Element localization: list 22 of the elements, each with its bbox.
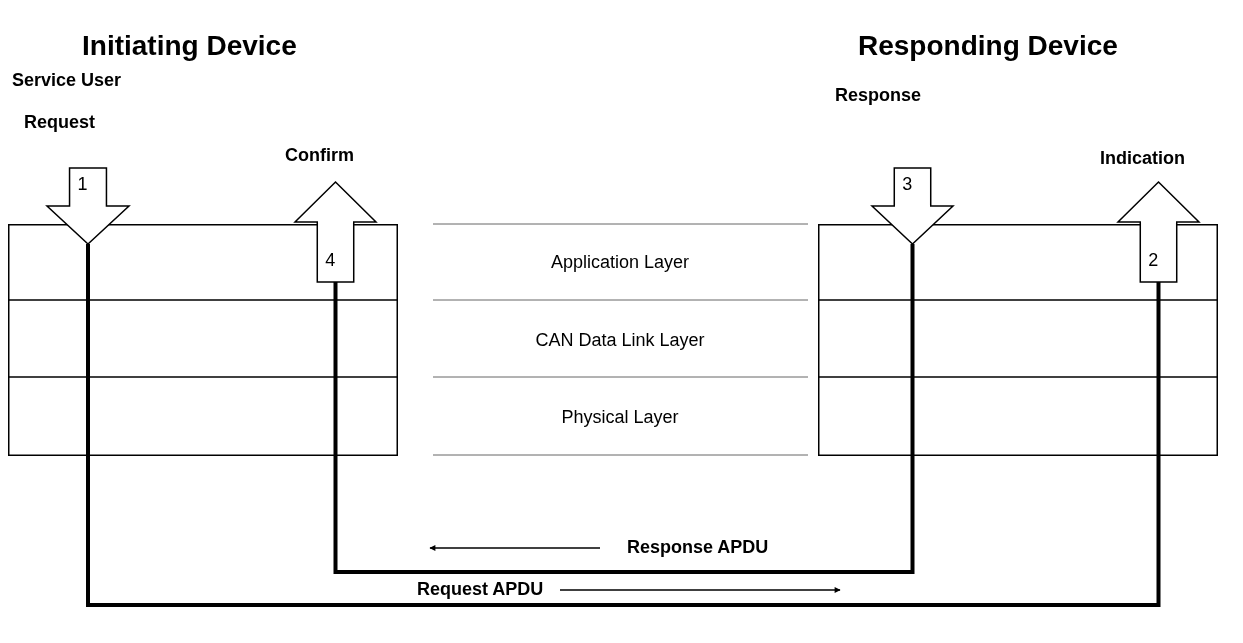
block-arrow (872, 168, 953, 244)
block-arrow (1118, 182, 1199, 282)
primitive-label: Request (24, 112, 95, 133)
layer-label: Physical Layer (561, 407, 679, 428)
device-title: Responding Device (858, 30, 1118, 62)
step-number: 4 (325, 250, 336, 271)
layer-label: Application Layer (550, 252, 690, 273)
connector-line (333, 244, 915, 574)
block-arrow (295, 182, 376, 282)
block-arrow (47, 168, 129, 244)
edge-label: Request APDU (415, 579, 546, 600)
step-number: 3 (902, 174, 913, 195)
service-user-label: Service User (12, 70, 122, 91)
step-number: 2 (1148, 250, 1159, 271)
primitive-label: Confirm (285, 145, 354, 166)
primitive-label: Response (835, 85, 922, 106)
primitive-label: Indication (1100, 148, 1185, 169)
step-number: 1 (77, 174, 88, 195)
edge-label: Response APDU (625, 537, 771, 558)
connector-line (86, 244, 1161, 607)
device-title: Initiating Device (82, 30, 297, 62)
layer-label: CAN Data Link Layer (535, 330, 705, 351)
